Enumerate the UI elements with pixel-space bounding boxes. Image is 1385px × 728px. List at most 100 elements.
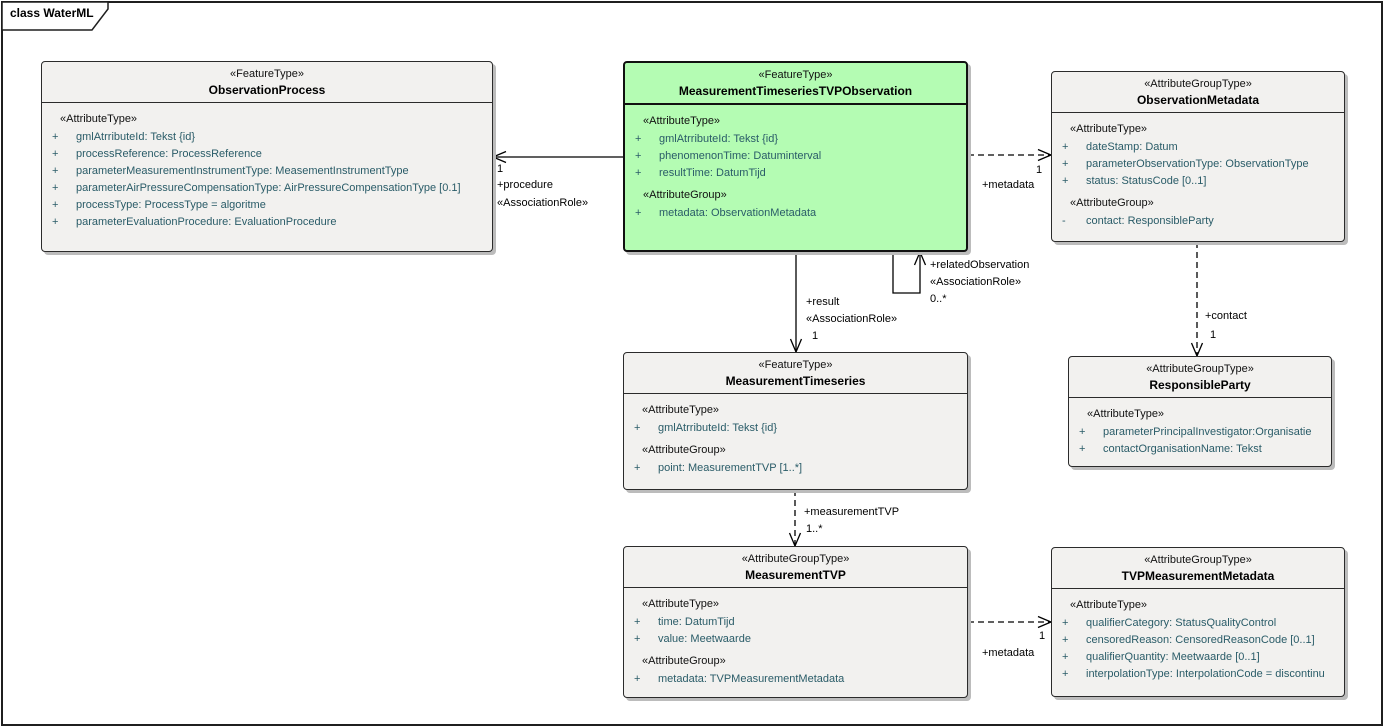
visibility-sign: + xyxy=(52,165,59,177)
attribute-text: dateStamp: Datum xyxy=(1086,141,1178,153)
class-body: «AttributeType» +qualifierCategory: Statu… xyxy=(1052,589,1344,687)
open-arrowhead-icon xyxy=(913,250,927,266)
visibility-sign: + xyxy=(52,199,59,211)
class-name: MeasurementTVP xyxy=(745,568,846,582)
visibility-sign: + xyxy=(635,167,642,179)
connector-result xyxy=(789,252,803,354)
class-stereotype: «AttributeGroupType» xyxy=(1144,554,1252,566)
edge-label-measurement-tvp-edge: 1..* xyxy=(806,523,823,535)
open-arrowhead-icon xyxy=(789,338,803,354)
visibility-sign: + xyxy=(634,616,641,628)
edge-label-result: +result xyxy=(806,296,840,308)
attribute-row: + dateStamp: Datum xyxy=(1056,139,1340,156)
edge-label-contact: 1 xyxy=(1210,329,1217,341)
attribute-row: +qualifierCategory: StatusQualityControl xyxy=(1056,615,1340,632)
attribute-row: + contactOrganisationName: Tekst xyxy=(1073,441,1327,458)
attribute-row: +parameterObservationType: ObservationTy… xyxy=(1056,156,1340,173)
section-stereotype: «AttributeGroup» xyxy=(642,444,726,456)
edge-label-procedure: «AssociationRole» xyxy=(497,197,589,209)
class-body: «AttributeType»+time: DatumTijd+value: M… xyxy=(624,588,967,692)
class-name: ObservationMetadata xyxy=(1136,93,1260,107)
attribute-text: contactOrganisationName: Tekst xyxy=(1103,443,1262,455)
edge-label-metadata-observation: +metadata xyxy=(982,179,1035,191)
section-stereotype: «AttributeType» xyxy=(60,113,138,125)
class-name: ObservationProcess xyxy=(208,83,326,97)
attribute-text: gmlAtrributeId: Tekst {id} xyxy=(659,133,779,145)
attribute-row: + parameterMeasurementInstrumentType: Mea… xyxy=(46,163,488,180)
visibility-sign: + xyxy=(1062,634,1069,646)
section-stereotype: «AttributeGroup» xyxy=(642,655,726,667)
attribute-text: censoredReason: CensoredReasonCode [0..1… xyxy=(1086,634,1315,646)
section-stereotype: «AttributeType» xyxy=(1070,599,1148,611)
attribute-row: +resultTime: DatumTijd xyxy=(629,165,962,182)
class-body: «AttributeType»+gmlAtrributeId: Tekst {i… xyxy=(625,105,966,226)
section-stereotype: «AttributeType» xyxy=(643,115,721,127)
visibility-sign: + xyxy=(1062,141,1069,153)
visibility-sign: + xyxy=(634,422,641,434)
class-observation-metadata[interactable]: «AttributeGroupType»ObservationMetadata«… xyxy=(1051,71,1345,242)
attribute-row: + gmlAtrributeId: Tekst {id} xyxy=(46,129,488,146)
section-stereotype: «AttributeType» xyxy=(1070,123,1148,135)
class-measurement-tvp[interactable]: «AttributeGroupType»MeasurementTVP«Attri… xyxy=(623,546,968,698)
visibility-sign: + xyxy=(1062,175,1069,187)
section-stereotype: «AttributeType» xyxy=(642,404,720,416)
attribute-row: +processReference: ProcessReference xyxy=(46,146,488,163)
attribute-row: + status: StatusCode [0..1] xyxy=(1056,173,1340,190)
attribute-row: +parameterEvaluationProcedure: Evaluatio… xyxy=(46,214,488,231)
class-header: «FeatureType» ObservationProcess xyxy=(42,62,492,103)
class-responsible-party[interactable]: «AttributeGroupType»ResponsibleParty«Att… xyxy=(1068,356,1332,467)
class-tvp-measurement-metadata[interactable]: «AttributeGroupType»TVPMeasurementMetada… xyxy=(1051,547,1345,697)
edge-label-related-observation: «AssociationRole» xyxy=(930,276,1022,288)
class-body: «AttributeType»+dateStamp: Datum+paramet… xyxy=(1052,113,1344,234)
class-stereotype: «FeatureType» xyxy=(758,69,833,81)
visibility-sign: + xyxy=(634,462,641,474)
open-arrowhead-icon xyxy=(788,532,802,548)
visibility-sign: + xyxy=(52,131,59,143)
class-measurement-timeseries-tvp-observation[interactable]: «FeatureType» MeasurementTimeseriesTVPObs… xyxy=(623,61,968,252)
attribute-text: metadata: ObservationMetadata xyxy=(659,207,817,219)
visibility-sign: + xyxy=(635,133,642,145)
attribute-row: +metadata: TVPMeasurementMetadata xyxy=(628,671,963,688)
edge-label-metadata-tvp: +metadata xyxy=(982,647,1035,659)
frame-tab xyxy=(1,1,109,31)
edge-label-metadata-tvp: 1 xyxy=(1039,630,1046,642)
attribute-row: + gmlAtrributeId: Tekst {id} xyxy=(628,420,963,437)
attribute-text: parameterObservationType: ObservationTyp… xyxy=(1086,158,1309,170)
class-measurement-timeseries[interactable]: «FeatureType»MeasurementTimeseries «Attri… xyxy=(623,352,968,490)
class-stereotype: «FeatureType» xyxy=(230,68,304,80)
edge-label-result: «AssociationRole» xyxy=(806,313,898,325)
attribute-text: gmlAtrributeId: Tekst {id} xyxy=(658,422,778,434)
attribute-text: status: StatusCode [0..1] xyxy=(1086,175,1207,187)
edge-label-procedure: +procedure xyxy=(497,179,553,191)
attribute-row: +time: DatumTijd xyxy=(628,614,963,631)
attribute-row: +parameterAirPressureCompensationType: A… xyxy=(46,180,488,197)
attribute-text: parameterAirPressureCompensationType: Ai… xyxy=(76,182,461,194)
attribute-row: + gmlAtrributeId: Tekst {id} xyxy=(629,131,962,148)
visibility-sign: + xyxy=(1062,617,1069,629)
connector-metadata-observation xyxy=(968,148,1053,162)
attribute-row: + processType: ProcessType = algoritme xyxy=(46,197,488,214)
attribute-row: -contact: ResponsibleParty xyxy=(1056,213,1340,230)
class-observation-process[interactable]: «FeatureType» ObservationProcess «Attribut… xyxy=(41,61,493,252)
attribute-row: +interpolationType: InterpolationCode = … xyxy=(1056,666,1340,683)
visibility-sign: + xyxy=(634,633,641,645)
attribute-text: qualifierQuantity: Meetwaarde [0..1] xyxy=(1086,651,1260,663)
attribute-text: phenomenonTime: Datuminterval xyxy=(659,150,822,162)
attribute-text: parameterMeasurementInstrumentType: Meas… xyxy=(76,165,409,177)
class-name: MeasurementTimeseriesTVPObservation xyxy=(678,84,913,98)
class-body: «AttributeType»+parameterPrincipalInvest… xyxy=(1069,398,1331,462)
class-name: ResponsibleParty xyxy=(1149,378,1251,392)
attribute-text: processType: ProcessType = algoritme xyxy=(76,199,266,211)
attribute-text: gmlAtrributeId: Tekst {id} xyxy=(76,131,196,143)
open-arrowhead-icon xyxy=(1190,342,1204,358)
visibility-sign: + xyxy=(635,150,642,162)
class-header: «FeatureType»MeasurementTimeseries xyxy=(624,353,967,394)
visibility-sign: + xyxy=(1062,651,1069,663)
attribute-row: + phenomenonTime: Datuminterval xyxy=(629,148,962,165)
attribute-text: parameterEvaluationProcedure: Evaluation… xyxy=(76,216,337,228)
visibility-sign: + xyxy=(1079,443,1086,455)
visibility-sign: + xyxy=(634,673,641,685)
attribute-row: + censoredReason: CensoredReasonCode [0..… xyxy=(1056,632,1340,649)
edge-label-procedure: 1 xyxy=(497,163,504,175)
